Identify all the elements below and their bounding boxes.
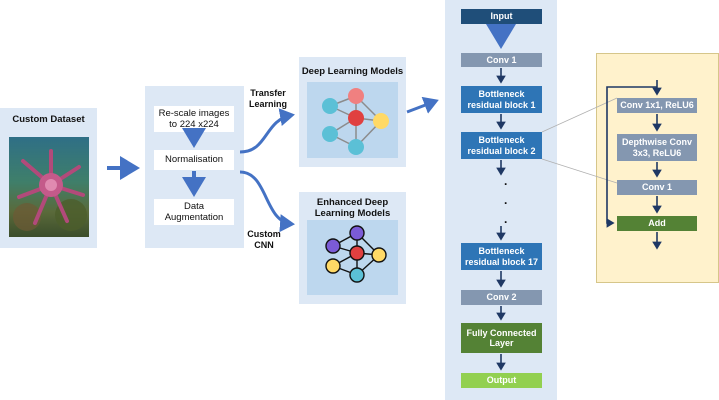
rescale-step: Re-scale images to 224 x224 [154,106,234,132]
bottleneck-block-2: Bottleneck residual block 2 [461,132,542,159]
output-layer: Output [461,373,542,388]
starfish-photo-graphic [13,149,87,231]
bottleneck-block-17: Bottleneck residual block 17 [461,243,542,270]
arrow-to-enhanced-models [239,170,295,233]
ellipsis-dot-2: . [504,193,508,207]
enhanced-network-box [307,220,398,295]
depthwise-conv: Depthwise Conv 3x3, ReLU6 [617,134,697,161]
detail-conv1: Conv 1 [617,180,697,195]
add-block: Add [617,216,697,231]
custom-dataset-panel: Custom Dataset [0,108,97,248]
conv1-layer: Conv 1 [461,53,542,67]
residual-block-detail-panel [596,53,719,283]
conv1x1-relu6: Conv 1x1, ReLU6 [617,98,697,113]
fully-connected-layer: Fully Connected Layer [461,323,542,353]
data-augmentation-step: Data Augmentation [154,199,234,225]
arrow-models-to-architecture [406,96,439,114]
input-layer: Input [461,9,542,24]
arrow-to-deep-models [239,108,295,154]
transfer-learning-label: Transfer Learning [248,88,287,109]
starfish-image [9,137,89,237]
enhanced-models-title: Enhanced Deep Learning Models [314,197,391,220]
ellipsis-dot-3: . [504,212,508,226]
conv2-layer: Conv 2 [461,290,542,305]
deep-network-box [307,82,398,158]
ellipsis-dot-1: . [504,174,508,188]
deep-learning-models-title: Deep Learning Models [301,66,404,77]
custom-dataset-title: Custom Dataset [12,114,85,125]
bottleneck-block-1: Bottleneck residual block 1 [461,86,542,113]
custom-cnn-label: Custom CNN [247,229,281,250]
normalisation-step: Normalisation [154,150,234,170]
